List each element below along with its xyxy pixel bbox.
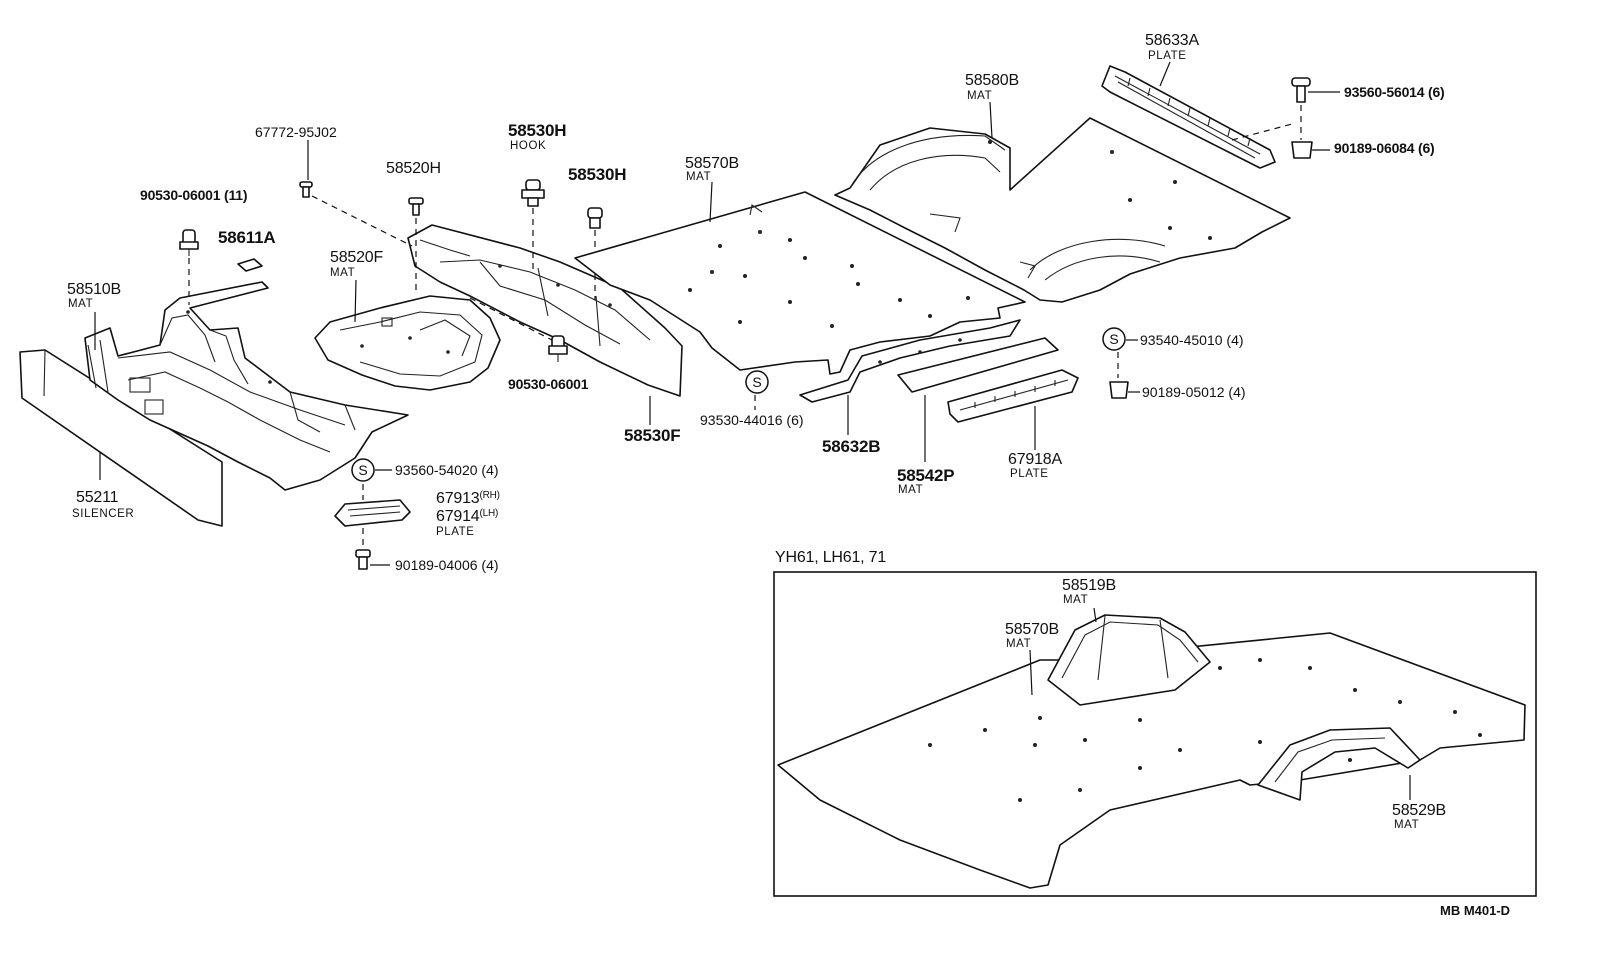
label-58510B: 58510B — [67, 281, 121, 298]
leader-lines — [94, 61, 1171, 480]
plate-58633A-part — [1101, 65, 1276, 169]
svg-text:S: S — [752, 374, 761, 390]
s-marker-right-icon: S — [1102, 327, 1126, 351]
s-marker-left-icon: S — [351, 458, 375, 482]
label-58530H-hook: 58530H — [508, 121, 567, 140]
svg-text:S: S — [1109, 331, 1118, 347]
label-93560-56014: 93560-56014 (6) — [1344, 84, 1445, 100]
inset-leader-lines — [1029, 607, 1411, 800]
label-67918A: 67918A — [1008, 451, 1062, 468]
cover-58530F-part — [407, 224, 683, 397]
label-58530F: 58530F — [624, 426, 681, 445]
footer-code: MB M401-D — [1440, 903, 1511, 918]
fastener-90530-06001-part — [469, 297, 568, 362]
label-58611A: 58611A — [218, 228, 276, 247]
label-58510B-desc: MAT — [68, 298, 94, 310]
clip-90189-06084-part — [1231, 123, 1330, 159]
inset-title: YH61, LH61, 71 — [775, 549, 887, 566]
label-58529B: 58529B — [1392, 802, 1446, 819]
label-58529B-desc: MAT — [1394, 819, 1420, 831]
label-58570B-desc: MAT — [686, 171, 712, 183]
plate-67913-67914-part — [334, 484, 411, 548]
label-58519B-desc: MAT — [1063, 594, 1089, 606]
mat-58529B-part — [1257, 727, 1421, 801]
screw-90189-04006-part — [355, 549, 390, 570]
label-67913-suffix: (RH) — [479, 490, 501, 501]
inset-panel — [773, 571, 1537, 897]
mat-58570B-part — [574, 191, 1026, 375]
label-67914-suffix: (LH) — [479, 508, 499, 519]
label-58632B: 58632B — [822, 437, 881, 456]
fastener-58520H-part — [408, 197, 424, 292]
label-67913-number: 67913 — [436, 490, 480, 507]
label-55211: 55211 — [76, 489, 119, 506]
label-67914-desc: PLATE — [436, 526, 475, 538]
label-58530H-hook-desc: HOOK — [510, 140, 547, 152]
fastener-90530-06001-11-part — [179, 229, 199, 305]
mat-58510B-part — [84, 281, 409, 491]
s-marker-mid-icon: S — [745, 370, 769, 394]
label-58570B-inset: 58570B — [1005, 621, 1059, 638]
label-58519B: 58519B — [1062, 577, 1116, 594]
label-90530-06001: 90530-06001 — [508, 376, 589, 392]
label-67772-95J02: 67772-95J02 — [255, 124, 337, 140]
clip-90189-05012-part — [1109, 352, 1140, 399]
label-93540-45010: 93540-45010 (4) — [1140, 332, 1244, 348]
label-67914: 67914(LH) — [436, 509, 498, 525]
svg-text:S: S — [358, 462, 367, 478]
label-58520H: 58520H — [386, 160, 441, 177]
plate-67918A-part — [947, 369, 1079, 423]
plate-58632B-part — [799, 319, 1021, 403]
label-58633A-desc: PLATE — [1148, 50, 1187, 62]
label-67918A-desc: PLATE — [1010, 468, 1049, 480]
label-58530H: 58530H — [568, 165, 627, 184]
label-67913: 67913(RH) — [436, 491, 500, 507]
label-90189-06084: 90189-06084 (6) — [1334, 140, 1435, 156]
hook-58530H-part — [521, 179, 545, 272]
label-93560-54020: 93560-54020 (4) — [395, 462, 499, 478]
label-67914-number: 67914 — [436, 508, 480, 525]
mat-58520F-part — [314, 295, 501, 391]
label-90189-04006: 90189-04006 (4) — [395, 557, 499, 573]
label-58570B-inset-desc: MAT — [1006, 638, 1032, 650]
label-90189-05012: 90189-05012 (4) — [1142, 384, 1246, 400]
screw-93560-56014-part — [1291, 77, 1340, 140]
mat-58519B-part — [1047, 614, 1211, 706]
mat-58542P-part — [897, 337, 1059, 393]
screw-67772-95J02-part — [299, 181, 413, 247]
label-58542P: 58542P — [897, 466, 955, 485]
label-55211-desc: SILENCER — [72, 508, 135, 520]
label-58580B-desc: MAT — [967, 90, 993, 102]
label-58633A: 58633A — [1145, 32, 1199, 49]
clip-58611A-part — [237, 258, 263, 272]
label-90530-06001-11: 90530-06001 (11) — [140, 187, 248, 203]
label-58570B: 58570B — [685, 155, 739, 172]
label-93530-44016: 93530-44016 (6) — [700, 412, 804, 428]
label-58520F-desc: MAT — [330, 267, 356, 279]
label-58542P-desc: MAT — [898, 484, 924, 496]
label-58520F: 58520F — [330, 249, 384, 266]
mat-58580B-part — [834, 117, 1291, 303]
silencer-55211-part — [19, 349, 223, 527]
label-58580B: 58580B — [965, 72, 1019, 89]
